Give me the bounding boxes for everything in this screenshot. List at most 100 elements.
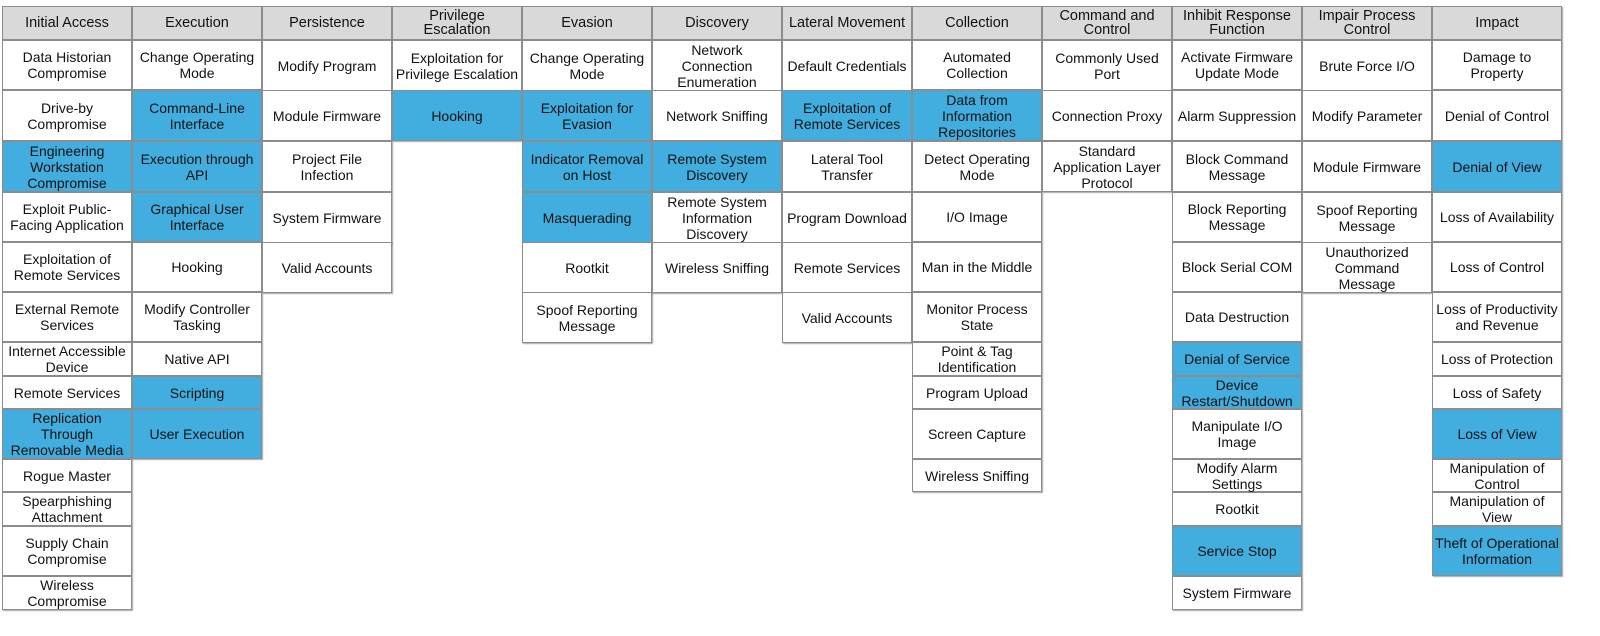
technique-label: Loss of Control [1449,259,1545,275]
technique-label: Project File Infection [291,150,363,183]
technique-label: Drive-by Compromise [27,99,107,132]
technique-label: Hooking [171,259,223,275]
technique-label: Damage to Property [1462,49,1532,81]
technique-cell-highlighted: Graphical User Interface [132,192,262,242]
technique-label: Indicator Removal on Host [530,150,644,183]
technique-cell-highlighted: Remote System Discovery [652,141,782,192]
technique-cell: Spoof Reporting Message [1302,192,1432,243]
technique-label: Device Restart/Shutdown [1181,376,1293,409]
technique-cell: Spoof Reporting Message [522,292,652,343]
technique-label: Denial of Control [1444,107,1550,124]
technique-label: Alarm Suppression [1177,107,1297,124]
technique-label: Denial of Service [1184,351,1290,367]
technique-label: Rogue Master [23,467,111,484]
technique-label: Activate Firmware Update Mode [1180,49,1294,81]
technique-cell: Connection Proxy [1042,90,1172,141]
technique-label: External Remote Services [14,301,120,333]
technique-label: Spearphishing Attachment [22,493,112,525]
technique-label: Loss of Availability [1439,209,1555,225]
technique-cell: Loss of Availability [1432,192,1562,242]
technique-label: Internet Accessible Device [8,343,126,375]
tactic-header: Privilege Escalation [392,6,522,40]
tactic-header: Impact [1432,6,1562,40]
technique-label: Module Firmware [272,107,382,124]
technique-cell-highlighted: Service Stop [1172,526,1302,576]
tactic-header: Collection [912,6,1042,40]
tactic-header: Lateral Movement [782,6,912,40]
technique-cell: Loss of Control [1432,242,1562,292]
technique-cell: Point & Tag Identification [912,342,1042,376]
technique-label: Denial of View [1452,158,1542,175]
tactic-header: Discovery [652,6,782,40]
technique-cell-highlighted: Execution through API [132,141,262,192]
technique-label: Rootkit [1215,501,1259,517]
technique-cell: Remote System Information Discovery [652,192,782,243]
technique-label: Manipulation of Control [1449,459,1545,492]
technique-label: Scripting [169,384,225,401]
technique-label: Change Operating Mode [529,49,645,82]
technique-cell-highlighted: Loss of View [1432,409,1562,459]
technique-label: Manipulate I/O Image [1191,418,1283,450]
technique-label: Hooking [431,107,483,124]
technique-label: User Execution [149,426,245,442]
technique-cell: Automated Collection [912,40,1042,90]
technique-cell-highlighted: User Execution [132,409,262,459]
technique-cell: Remote Services [782,242,912,293]
technique-cell: Valid Accounts [782,292,912,343]
technique-cell-highlighted: Indicator Removal on Host [522,141,652,192]
technique-cell: Remote Services [2,376,132,409]
technique-label: Modify Alarm Settings [1196,459,1278,492]
technique-label: Loss of Productivity and Revenue [1436,301,1558,333]
technique-label: Masquerading [542,209,632,226]
technique-label: Spoof Reporting Message [536,301,638,334]
technique-cell-highlighted: Scripting [132,376,262,409]
technique-label: Detect Operating Mode [924,150,1030,183]
tactic-header: Execution [132,6,262,40]
technique-label: Execution through API [140,150,254,183]
tactic-header: Evasion [522,6,652,40]
technique-label: Block Serial COM [1181,259,1293,275]
technique-cell: Modify Controller Tasking [132,292,262,342]
technique-cell: Activate Firmware Update Mode [1172,40,1302,90]
technique-label: Supply Chain Compromise [25,535,109,567]
technique-label: Exploit Public-Facing Application [10,201,124,233]
technique-cell: Modify Parameter [1302,90,1432,141]
technique-cell: Data Destruction [1172,292,1302,342]
technique-cell: Exploitation of Remote Services [2,242,132,292]
technique-label: Engineering Workstation Compromise [27,142,107,191]
technique-label: Modify Program [277,57,377,74]
technique-cell: Rootkit [1172,492,1302,526]
technique-label: Spoof Reporting Message [1316,201,1418,234]
technique-cell-highlighted: Device Restart/Shutdown [1172,376,1302,409]
technique-label: Command-Line Interface [149,99,245,132]
technique-cell: Loss of Protection [1432,342,1562,376]
technique-label: Brute Force I/O [1319,57,1415,74]
tactic-header: Command and Control [1042,6,1172,40]
tactic-header: Inhibit Response Function [1172,6,1302,40]
technique-cell-highlighted: Engineering Workstation Compromise [2,141,132,192]
technique-label: Manipulation of View [1449,493,1545,525]
technique-cell: Detect Operating Mode [912,141,1042,192]
technique-cell: Loss of Safety [1432,376,1562,409]
technique-cell: External Remote Services [2,292,132,342]
technique-cell: Network Connection Enumeration [652,40,782,91]
technique-cell: I/O Image [912,192,1042,242]
technique-cell: Change Operating Mode [132,40,262,90]
technique-cell: Alarm Suppression [1172,90,1302,141]
technique-cell: Hooking [132,242,262,292]
technique-cell: Denial of Control [1432,90,1562,141]
technique-cell-highlighted: Command-Line Interface [132,90,262,141]
technique-cell: Valid Accounts [262,242,392,293]
technique-cell: Project File Infection [262,141,392,192]
technique-label: Wireless Sniffing [664,259,769,276]
technique-cell: Loss of Productivity and Revenue [1432,292,1562,342]
technique-cell: Wireless Sniffing [912,459,1042,492]
technique-cell: Exploitation for Privilege Escalation [392,40,522,91]
technique-label: Valid Accounts [801,309,893,326]
technique-label: Loss of Safety [1452,384,1542,401]
technique-label: Standard Application Layer Protocol [1053,142,1161,191]
technique-cell: Manipulate I/O Image [1172,409,1302,459]
tactic-header: Impair Process Control [1302,6,1432,40]
technique-label: Remote System Discovery [667,150,767,183]
